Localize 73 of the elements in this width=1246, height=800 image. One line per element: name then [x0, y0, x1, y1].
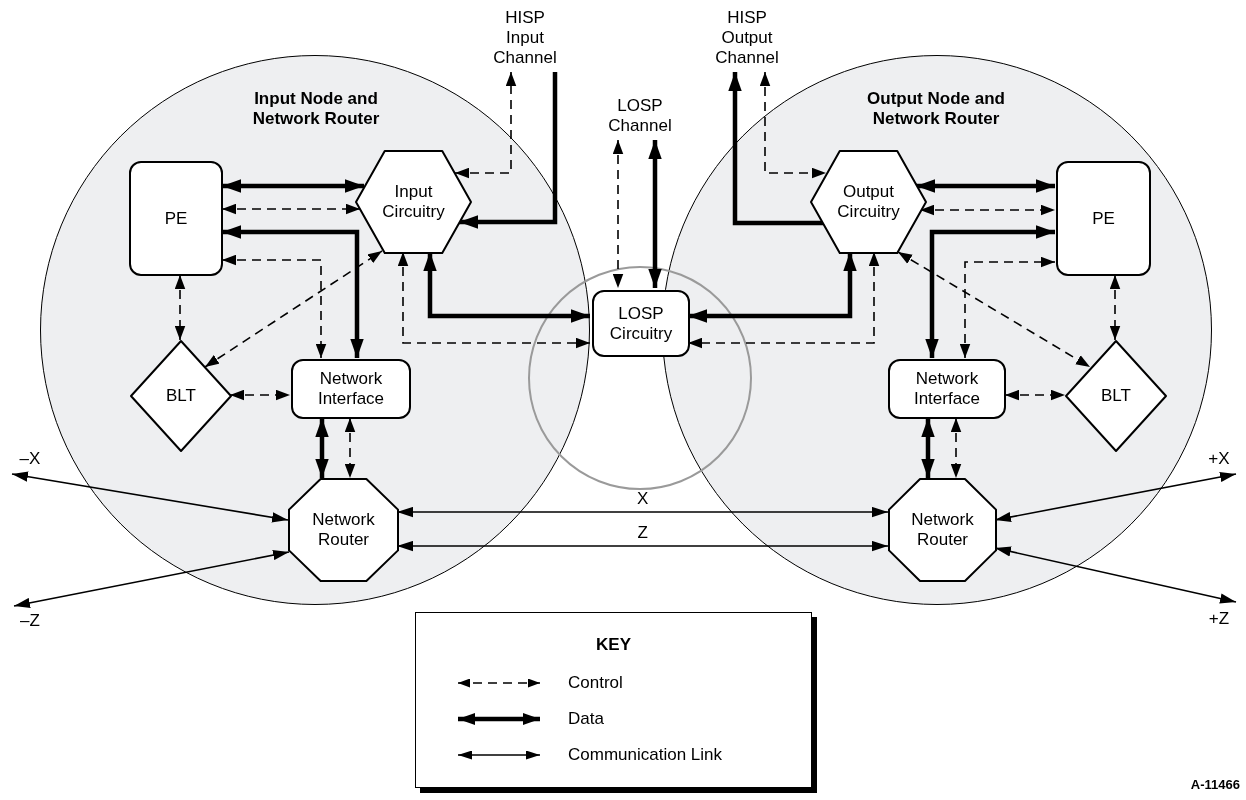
arrow — [1109, 274, 1121, 341]
text-label: LOSP Channel — [588, 94, 692, 138]
rounded-box — [291, 359, 411, 419]
legend-title: KEY — [595, 635, 632, 655]
arrow — [174, 274, 186, 341]
arrow — [344, 417, 356, 479]
text-label: –X — [10, 446, 50, 472]
arrow — [1004, 389, 1066, 401]
legend-label: Communication Link — [568, 745, 722, 765]
text-label: –Z — [10, 608, 50, 634]
arrow — [950, 417, 962, 479]
text-label: +Z — [1198, 606, 1240, 632]
text-label: HISP Output Channel — [712, 6, 782, 70]
arrow — [396, 506, 889, 518]
arrow — [994, 546, 1237, 604]
arrow — [221, 254, 327, 359]
figure-number: A-11466 — [1190, 777, 1240, 792]
arrow — [396, 540, 889, 552]
node-title: Output Node and Network Router — [866, 89, 1006, 129]
arrow — [994, 471, 1237, 523]
arrow — [229, 389, 291, 401]
octagon-node — [289, 479, 398, 581]
arrow — [397, 251, 591, 349]
arrow — [454, 71, 517, 179]
node-label: Network Router — [311, 510, 376, 550]
node-label: Network Interface — [316, 369, 386, 409]
arrow — [687, 251, 880, 349]
text-label: HISP Input Channel — [490, 6, 560, 70]
arrow — [916, 179, 1055, 193]
node-label: Network Interface — [912, 369, 982, 409]
arrow — [612, 139, 624, 289]
arrow — [204, 250, 383, 368]
rounded-box — [592, 290, 690, 357]
rounded-box — [888, 359, 1006, 419]
node-title: Input Node and Network Router — [251, 89, 381, 129]
arrow — [919, 204, 1056, 216]
node-label: BLT — [166, 386, 196, 406]
diamond-node — [1066, 341, 1166, 451]
rounded-box — [129, 161, 223, 276]
node-label: Network Router — [910, 510, 975, 550]
text-label: +X — [1198, 446, 1240, 472]
arrow — [13, 550, 290, 608]
arrow — [423, 252, 590, 323]
arrow — [648, 140, 662, 288]
arrow — [459, 72, 558, 229]
arrow — [222, 179, 364, 193]
node-label: Input Circuitry — [381, 182, 446, 222]
arrow — [688, 252, 857, 323]
node-label: LOSP Circuitry — [608, 303, 674, 344]
arrow — [925, 225, 1055, 358]
arrow — [11, 471, 289, 523]
hexagon-node — [356, 151, 471, 253]
hexagon-node — [811, 151, 926, 253]
arrow — [959, 256, 1056, 359]
arrow — [315, 418, 329, 478]
arrow — [728, 72, 823, 226]
node-label: BLT — [1101, 386, 1131, 406]
edge-label: Z — [637, 523, 648, 543]
node-label: Output Circuitry — [836, 182, 901, 222]
legend-label: Control — [568, 673, 623, 693]
rounded-box — [1056, 161, 1151, 276]
edge-label: X — [637, 489, 649, 509]
diamond-node — [131, 341, 231, 451]
arrow — [897, 251, 1091, 368]
arrow — [222, 225, 364, 358]
octagon-node — [889, 479, 996, 581]
arrow — [759, 71, 827, 179]
arrow — [221, 203, 361, 215]
node-label: PE — [164, 208, 188, 229]
legend-label: Data — [568, 709, 604, 729]
node-label: PE — [1092, 208, 1115, 229]
arrow — [921, 418, 935, 478]
node-circle — [528, 266, 752, 490]
